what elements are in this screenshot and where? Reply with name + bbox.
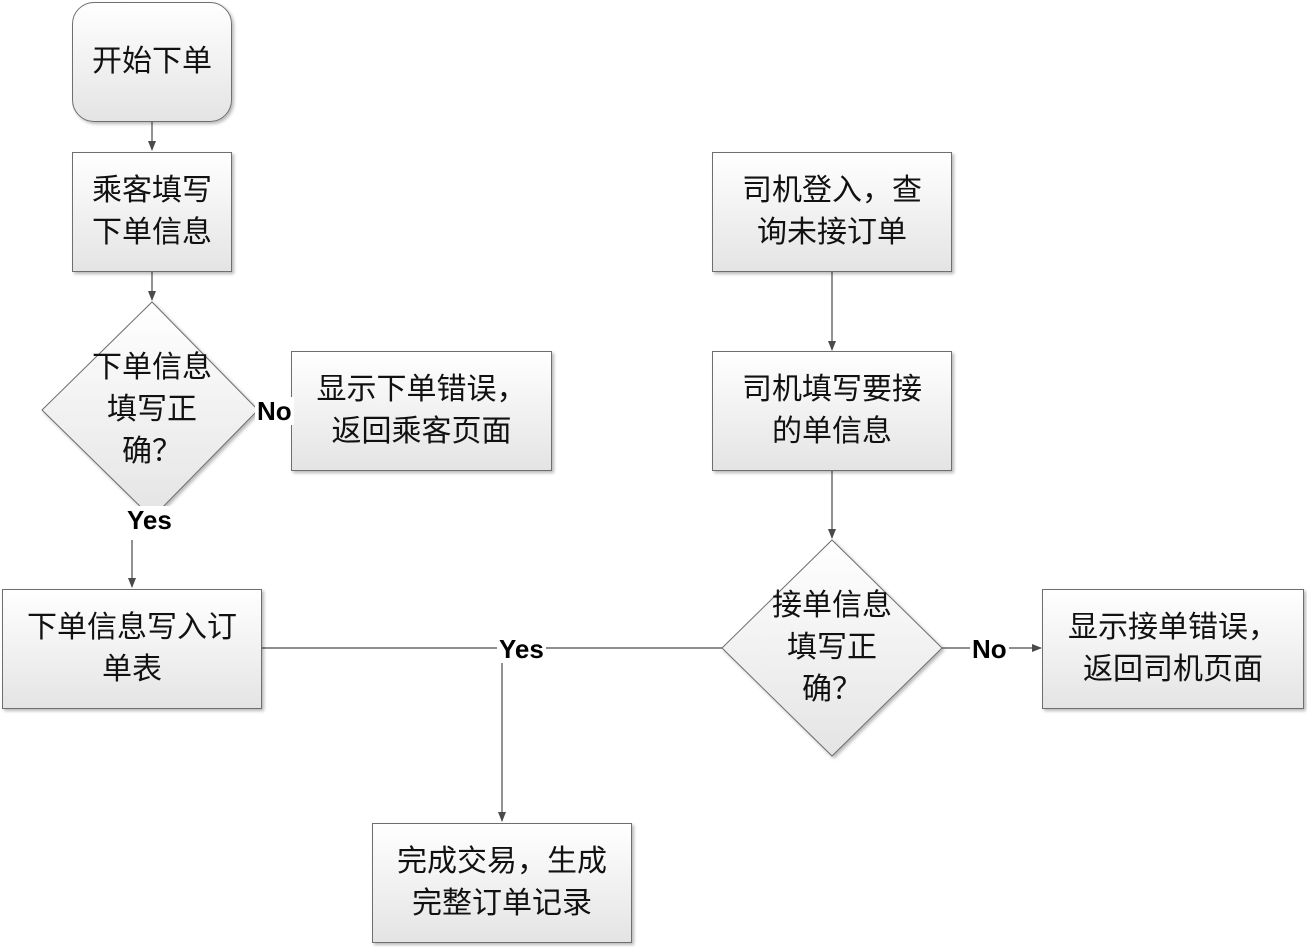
no-label-accept: No: [970, 634, 1009, 664]
order-check-text: 下单信息 填写正 确？: [92, 350, 212, 469]
driver-fill-node: 司机填写要接 的单信息: [712, 351, 952, 471]
accept-error-node: 显示接单错误， 返回司机页面: [1042, 589, 1304, 709]
complete-node: 完成交易，生成 完整订单记录: [372, 823, 632, 943]
start-node: 开始下单: [72, 2, 232, 122]
write-order-node: 下单信息写入订 单表: [2, 589, 262, 709]
accept-check-text: 接单信息 填写正 确？: [772, 588, 892, 707]
accept-check-diamond: [721, 539, 943, 757]
yes-label-merge: Yes: [497, 634, 546, 664]
passenger-fill-node: 乘客填写 下单信息: [72, 152, 232, 272]
order-error-node: 显示下单错误， 返回乘客页面: [291, 351, 552, 471]
yes-label-order: Yes: [125, 505, 174, 535]
no-label-order: No: [255, 396, 294, 426]
driver-login-node: 司机登入，查 询未接订单: [712, 152, 952, 272]
